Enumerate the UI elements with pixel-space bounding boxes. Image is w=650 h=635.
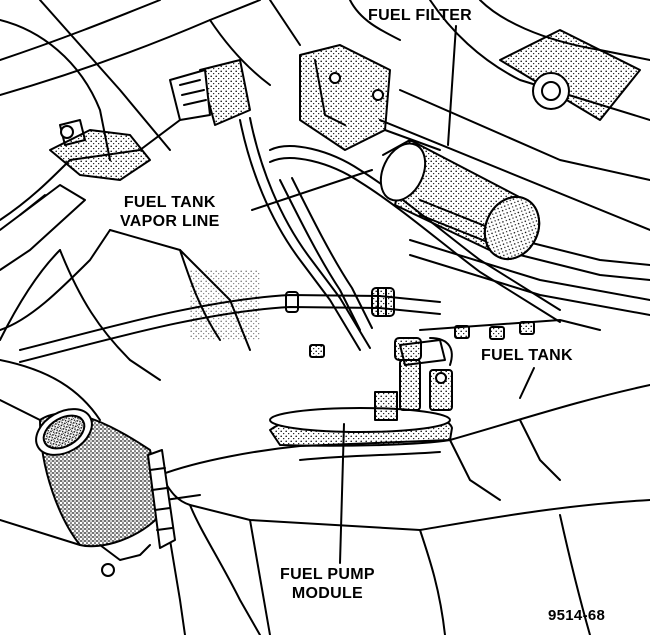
body-bracket [499,29,641,121]
fuel-tank [159,384,650,635]
pump-module-label-line-1: FUEL PUMP [280,566,375,583]
fuel-filter [379,139,541,261]
leader-fuel-filter [447,25,457,146]
vapor-line-tubes [19,117,650,363]
underbody-structure [0,0,650,231]
pump-module-label: FUEL PUMP MODULE [280,565,375,603]
vapor-line-label: FUEL TANK VAPOR LINE [120,193,220,231]
body-panel [0,229,260,421]
fuel-pump-module [269,337,453,447]
filter-clip [169,59,251,126]
left-crossmember [0,19,181,331]
fuel-tank-label: FUEL TANK [481,347,573,364]
fuel-filter-label: FUEL FILTER [368,7,473,24]
vapor-line-label-line-2: VAPOR LINE [120,213,220,230]
pump-module-label-line-2: MODULE [291,585,363,602]
figure-number: 9514-68 [548,607,606,624]
filter-bracket [299,44,441,151]
leader-pump-module [339,423,345,564]
leader-fuel-tank [519,367,535,399]
tank-hardware [309,319,601,358]
filler-neck-hose [0,399,176,577]
vapor-line-label-line-1: FUEL TANK [123,194,216,211]
leader-vapor-line [251,169,373,211]
leader-lines [251,25,535,564]
